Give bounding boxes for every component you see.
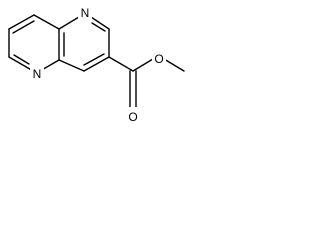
oxygen-label-carbonyl: O [128,110,137,124]
bond-c7-c6 [8,56,29,69]
n-top-bg [78,4,92,22]
molecule-structure: N N O O [8,4,185,125]
bond-carbonyl-o-ester [132,58,154,72]
nitrogen-label-bottom: N [33,67,42,81]
bond-n1-c2-inner [91,22,106,32]
bond-c8-c8a [8,14,35,30]
bond-c3-c4-inner [83,53,105,66]
bond-c8a-n1 [33,14,60,30]
bond-c3-carbonyl [108,56,134,72]
n-bottom-bg [30,65,44,83]
bond-c1-n1-top [58,16,80,30]
o-carbonyl-bg [126,107,140,125]
bond-c4-c4a [58,59,85,72]
bond-c3-c4 [83,56,110,72]
bond-o-ester-methyl [163,58,185,72]
o-ester-bg [152,50,166,68]
bond-c8-c8a-inner [12,20,35,34]
bond-n1-c2 [90,16,110,30]
bond-c7-c6-inner [13,54,30,65]
oxygen-label-ester: O [154,52,163,66]
atom-labels: N N O O [30,4,166,125]
nitrogen-label-top: N [81,6,90,20]
bonds [8,14,185,112]
